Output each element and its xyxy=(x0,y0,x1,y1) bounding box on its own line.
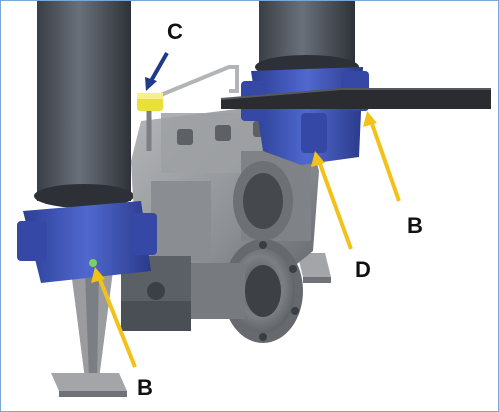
callout-c-label: C xyxy=(167,19,183,44)
sensing-tube xyxy=(146,65,239,151)
upper-right-flange xyxy=(233,161,293,241)
callout-b-bottom-label: B xyxy=(137,375,153,400)
callout-b-right-label: B xyxy=(407,213,423,238)
right-foot xyxy=(297,253,331,283)
support-stand xyxy=(51,271,127,397)
callout-b-right: B xyxy=(363,111,423,238)
callout-c: C xyxy=(145,19,183,91)
front-pipe-flange xyxy=(187,239,303,343)
left-coupling xyxy=(17,201,157,283)
horizontal-rod xyxy=(220,88,491,109)
callout-b-bottom: B xyxy=(91,267,153,400)
right-vertical-pipe xyxy=(255,1,359,79)
left-vertical-pipe xyxy=(34,1,134,208)
callout-d: D xyxy=(311,151,371,282)
yellow-sensor xyxy=(137,93,163,111)
callout-d-label: D xyxy=(355,257,371,282)
